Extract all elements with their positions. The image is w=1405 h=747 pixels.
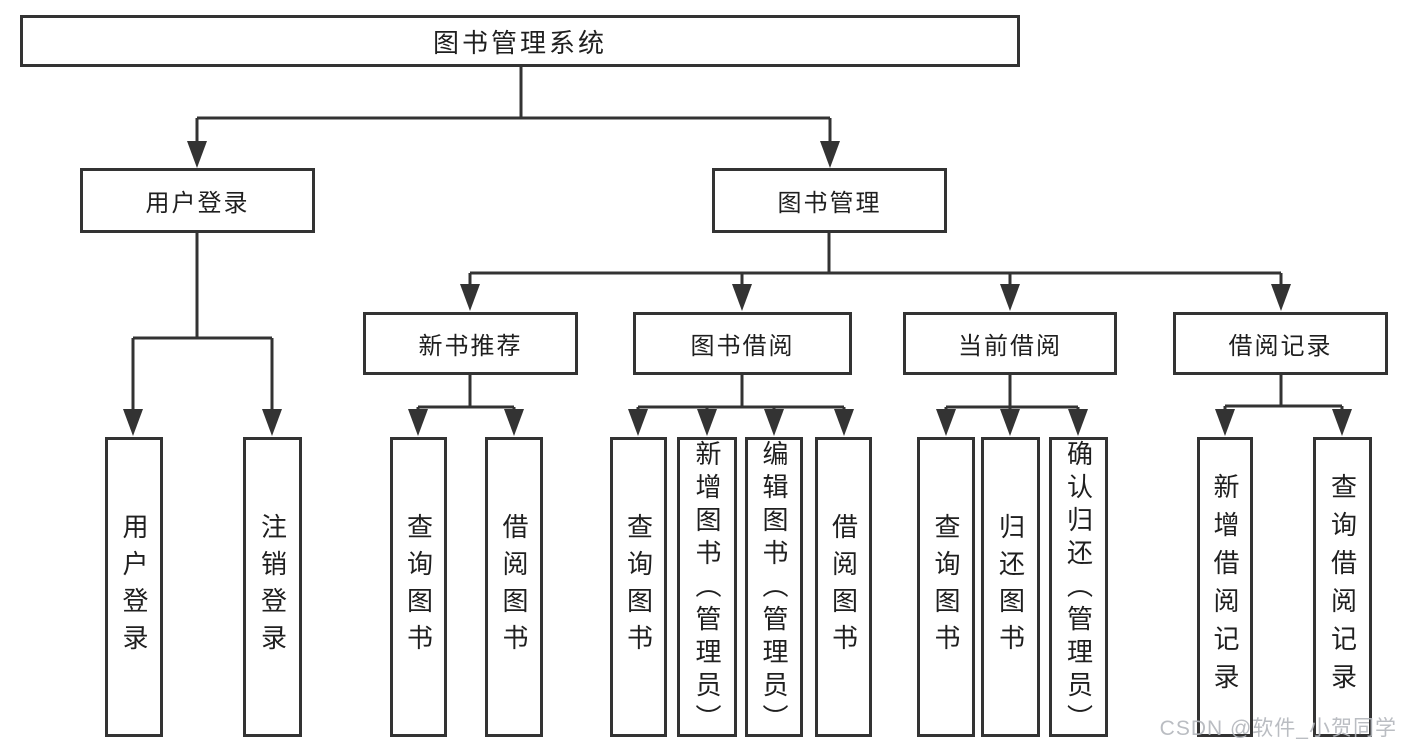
leaf-query-borrow-record: 查询借阅记录 xyxy=(1313,437,1372,737)
leaf-add-book-admin-label: 新增图书（管理员） xyxy=(692,440,722,737)
leaf-user-login: 用户登录 xyxy=(105,437,163,737)
node-new-book-rec: 新书推荐 xyxy=(363,312,578,375)
node-borrow-record: 借阅记录 xyxy=(1173,312,1388,375)
node-user-login-label: 用户登录 xyxy=(145,190,250,217)
leaf-logout-label: 注销登录 xyxy=(257,513,288,661)
node-book-borrow: 图书借阅 xyxy=(633,312,852,375)
arrowheads xyxy=(123,141,1352,436)
leaf-return-book: 归还图书 xyxy=(981,437,1040,737)
leaf-query-book-borrow-label: 查询图书 xyxy=(623,513,654,661)
node-book-mgmt-label: 图书管理 xyxy=(777,190,882,217)
leaf-add-borrow-record-label: 新增借阅记录 xyxy=(1210,473,1240,701)
leaf-query-book-current: 查询图书 xyxy=(917,437,975,737)
leaf-query-book-borrow: 查询图书 xyxy=(610,437,667,737)
leaf-query-book-current-label: 查询图书 xyxy=(931,513,961,661)
leaf-edit-book-admin-label: 编辑图书（管理员） xyxy=(759,440,789,737)
node-user-login: 用户登录 xyxy=(80,168,315,233)
leaf-confirm-return-admin-label: 确认归还（管理员） xyxy=(1063,440,1094,737)
node-book-mgmt: 图书管理 xyxy=(712,168,947,233)
node-borrow-record-label: 借阅记录 xyxy=(1228,333,1333,360)
node-current-borrow: 当前借阅 xyxy=(903,312,1117,375)
leaf-logout: 注销登录 xyxy=(243,437,302,737)
csdn-watermark: CSDN @软件_小贺同学 xyxy=(1159,717,1397,740)
node-new-book-rec-label: 新书推荐 xyxy=(418,333,523,360)
leaf-query-book-rec-label: 查询图书 xyxy=(403,513,434,661)
leaf-borrow-book-borrow: 借阅图书 xyxy=(815,437,872,737)
leaf-borrow-book-rec: 借阅图书 xyxy=(485,437,543,737)
leaf-add-borrow-record: 新增借阅记录 xyxy=(1197,437,1253,737)
node-root: 图书管理系统 xyxy=(20,15,1020,67)
leaf-query-book-rec: 查询图书 xyxy=(390,437,447,737)
leaf-add-book-admin: 新增图书（管理员） xyxy=(677,437,737,737)
leaf-return-book-label: 归还图书 xyxy=(995,513,1026,661)
node-book-borrow-label: 图书借阅 xyxy=(690,333,795,360)
leaf-query-borrow-record-label: 查询借阅记录 xyxy=(1327,473,1358,701)
leaf-borrow-book-borrow-label: 借阅图书 xyxy=(828,513,859,661)
leaf-edit-book-admin: 编辑图书（管理员） xyxy=(745,437,803,737)
leaf-borrow-book-rec-label: 借阅图书 xyxy=(499,513,529,661)
node-current-borrow-label: 当前借阅 xyxy=(958,333,1062,360)
leaf-confirm-return-admin: 确认归还（管理员） xyxy=(1049,437,1108,737)
leaf-user-login-label: 用户登录 xyxy=(119,513,149,661)
node-root-label: 图书管理系统 xyxy=(432,27,607,58)
